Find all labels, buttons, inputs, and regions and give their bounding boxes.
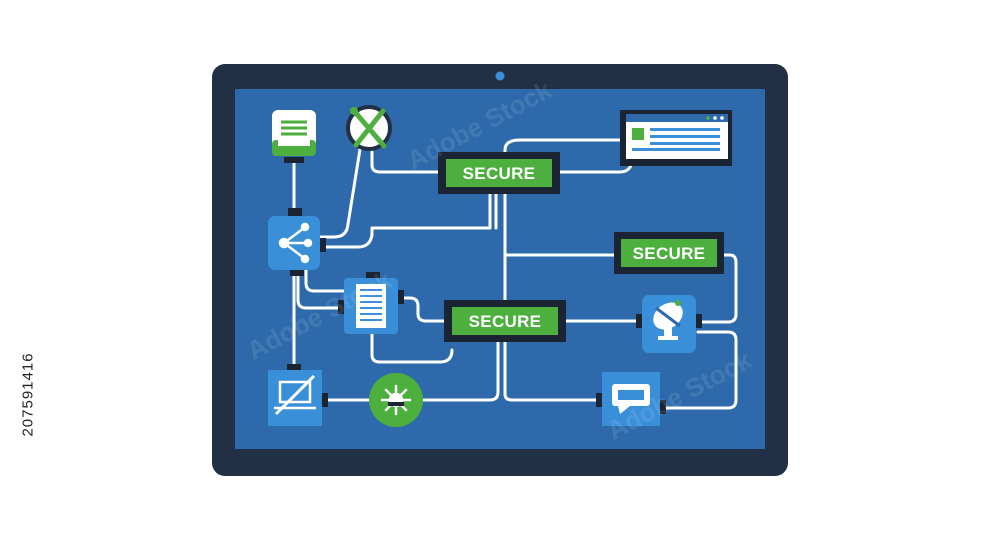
server-node[interactable] (272, 110, 316, 163)
server-icon (281, 120, 307, 136)
no-laptop-node[interactable] (268, 364, 328, 426)
connection-lines (292, 138, 738, 410)
document-icon (356, 284, 386, 328)
browser-window-icon (632, 116, 724, 151)
browser-window-node[interactable] (620, 110, 732, 166)
network-hub-icon (278, 222, 313, 264)
secure-badge-3: SECURE (614, 232, 724, 274)
secure-badge-1: SECURE (438, 152, 560, 194)
secure-badge-3-label: SECURE (633, 244, 706, 263)
satellite-dish-icon (653, 300, 683, 340)
crossed-tools-icon (352, 108, 387, 149)
chat-bubble-icon (612, 384, 650, 414)
virus-icon (380, 384, 412, 416)
secure-badge-2-label: SECURE (469, 312, 542, 331)
secure-badge-2: SECURE (444, 300, 566, 342)
camera-icon (495, 71, 505, 81)
no-laptop-icon (274, 374, 316, 416)
secure-badge-1-label: SECURE (463, 164, 536, 183)
network-hub-node[interactable] (268, 208, 326, 276)
crossed-tools-node[interactable] (346, 105, 392, 151)
satellite-node[interactable] (636, 295, 702, 353)
virus-node[interactable] (369, 373, 423, 427)
document-node[interactable] (338, 272, 404, 334)
chat-node[interactable] (596, 372, 666, 426)
